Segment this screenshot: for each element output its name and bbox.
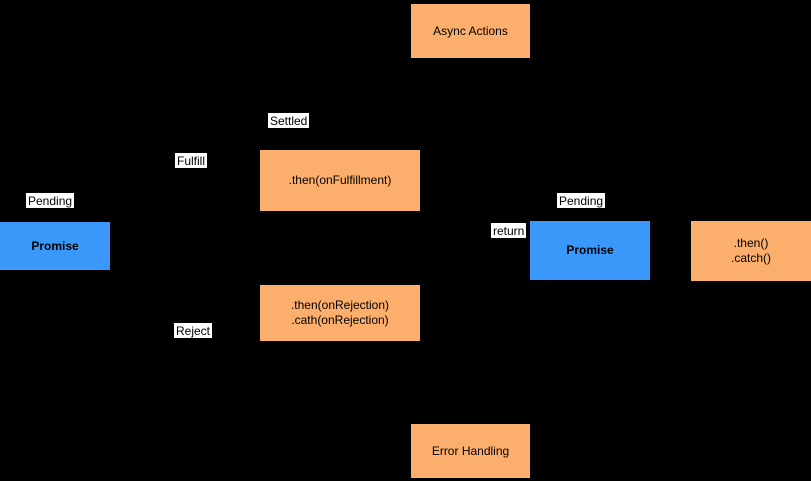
node-error-handling[interactable]: Error Handling <box>411 424 530 478</box>
edge-label-settled: Settled <box>268 113 310 128</box>
node-then-catch[interactable]: .then() .catch() <box>691 221 811 281</box>
edge-label-pending-left: Pending <box>26 193 75 208</box>
edge-label-reject: Reject <box>174 323 213 338</box>
edge-label-return-text: return <box>493 224 525 238</box>
node-then-cath-on-rejection[interactable]: .then(onRejection) .cath(onRejection) <box>260 285 420 341</box>
edge-label-fulfill-text: Fulfill <box>177 154 206 168</box>
node-then-catch-label: .then() .catch() <box>730 236 771 265</box>
edge-label-fulfill: Fulfill <box>175 153 208 168</box>
edge-label-reject-text: Reject <box>176 324 211 338</box>
node-then-cath-on-rejection-label: .then(onRejection) .cath(onRejection) <box>290 298 390 327</box>
node-promise-pending-left[interactable]: Promise <box>0 222 110 270</box>
edge-label-return: return <box>491 223 527 238</box>
edge-label-pending-left-text: Pending <box>28 194 73 208</box>
node-error-handling-label: Error Handling <box>431 443 510 458</box>
edge-label-pending-right: Pending <box>557 193 606 208</box>
node-async-actions[interactable]: Async Actions <box>411 4 530 58</box>
node-then-on-fulfillment[interactable]: .then(onFulfillment) <box>260 150 420 211</box>
node-promise-pending-right-label: Promise <box>566 243 614 257</box>
node-promise-pending-right[interactable]: Promise <box>530 221 650 280</box>
edge-label-pending-right-text: Pending <box>559 194 604 208</box>
node-async-actions-label: Async Actions <box>433 23 508 38</box>
node-promise-pending-left-label: Promise <box>31 238 79 253</box>
edge-label-settled-text: Settled <box>270 114 308 128</box>
node-then-on-fulfillment-label: .then(onFulfillment) <box>288 173 392 187</box>
